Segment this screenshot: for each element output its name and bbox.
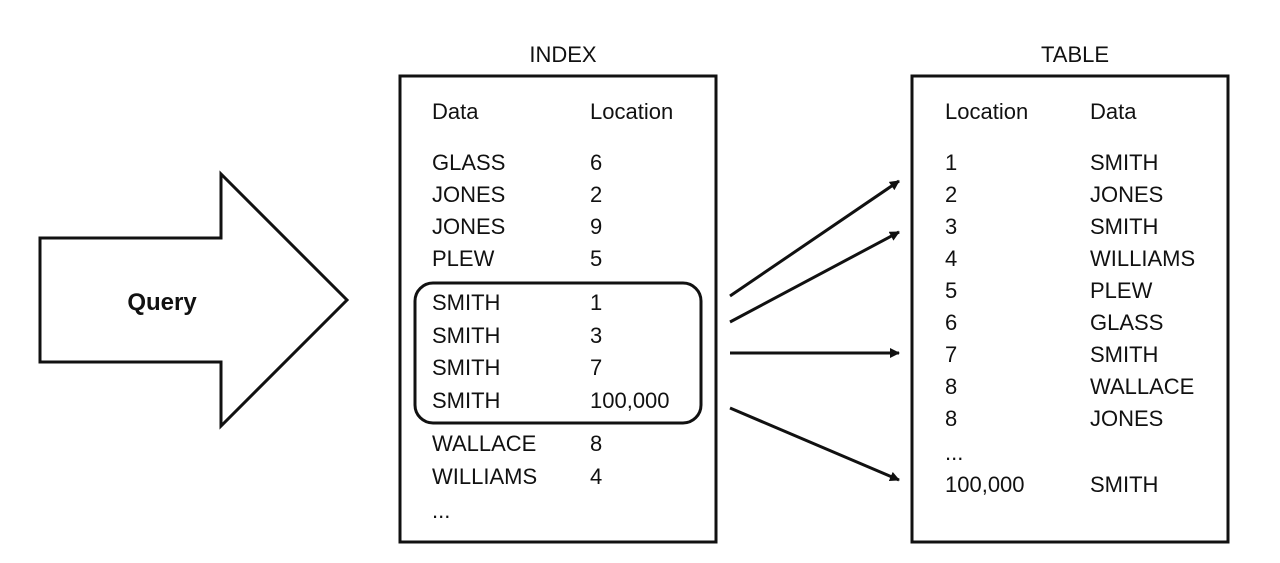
index-row-data: PLEW [432,246,495,271]
lookup-arrow-2 [729,230,900,324]
index-box [398,74,718,544]
table-row-location: 3 [945,214,957,239]
index-header-data: Data [432,99,479,124]
index-row-location: 7 [590,355,602,380]
table-last-data: SMITH [1090,472,1158,497]
table-header-location: Location [945,99,1028,124]
table-row-data: JONES [1090,182,1163,207]
query-arrow-shape [38,170,350,430]
index-header-location: Location [590,99,673,124]
table-row-data: SMITH [1090,150,1158,175]
table-row-data: WILLIAMS [1090,246,1195,271]
table-row-data: GLASS [1090,310,1163,335]
table-row-data: SMITH [1090,342,1158,367]
index-row-data: WALLACE [432,431,536,456]
query-label: Query [127,289,197,316]
smith-highlight-box [413,281,703,425]
index-row-location: 8 [590,431,602,456]
index-row-location: 4 [590,464,602,489]
index-row-data: SMITH [432,290,500,315]
index-row-location: 9 [590,214,602,239]
table-row-data: JONES [1090,406,1163,431]
table-row-data: WALLACE [1090,374,1194,399]
table-header-data: Data [1090,99,1137,124]
table-row-location: 7 [945,342,957,367]
table-title: TABLE [1041,42,1109,67]
index-title: INDEX [529,42,597,67]
index-row-data: SMITH [432,388,500,413]
table-row-location: 8 [945,406,957,431]
table-row-location: 8 [945,374,957,399]
index-row-data: JONES [432,182,505,207]
index-row-location: 100,000 [590,388,670,413]
table-ellipsis: ... [945,440,963,465]
table-row-data: PLEW [1090,278,1153,303]
index-row-data: JONES [432,214,505,239]
table-row-location: 4 [945,246,957,271]
index-row-location: 2 [590,182,602,207]
index-row-data: GLASS [432,150,505,175]
index-row-data: SMITH [432,323,500,348]
index-row-location: 1 [590,290,602,315]
index-row-location: 5 [590,246,602,271]
index-ellipsis: ... [432,498,450,523]
table-row-location: 2 [945,182,957,207]
lookup-arrow-1 [729,179,900,298]
table-last-location: 100,000 [945,472,1025,497]
index-row-location: 3 [590,323,602,348]
table-row-location: 6 [945,310,957,335]
table-row-location: 1 [945,150,957,175]
lookup-arrow-4 [729,406,900,482]
table-row-data: SMITH [1090,214,1158,239]
index-row-data: SMITH [432,355,500,380]
index-row-data: WILLIAMS [432,464,537,489]
index-row-location: 6 [590,150,602,175]
table-box [910,74,1230,544]
table-row-location: 5 [945,278,957,303]
